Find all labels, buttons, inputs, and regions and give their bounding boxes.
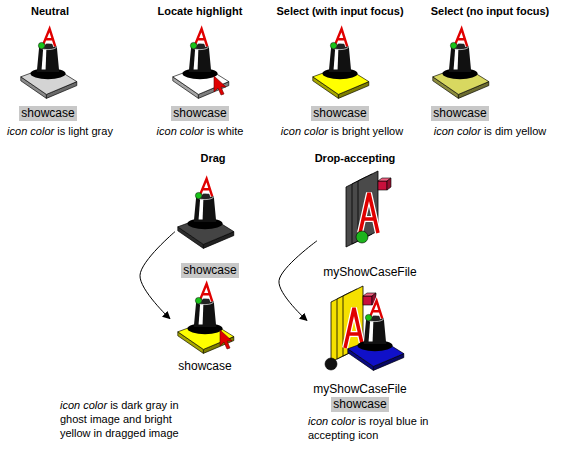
icon-label-box: showcase bbox=[170, 285, 240, 374]
icon-name: showcase bbox=[171, 106, 228, 121]
icon-label-box: myShowCaseFile bbox=[317, 168, 423, 280]
term-text: icon color bbox=[281, 125, 328, 137]
accepting-icon bbox=[348, 301, 404, 371]
state-heading: Select (with input focus) bbox=[276, 5, 403, 17]
state-caption: icon coloris white bbox=[157, 124, 244, 138]
state-caption: icon coloris bright yellow bbox=[281, 124, 403, 138]
icon-name: showcase bbox=[311, 106, 368, 121]
state-caption: icon coloris light gray bbox=[7, 124, 113, 138]
state-caption: icon coloris dark gray in ghost image an… bbox=[60, 398, 195, 440]
state-caption: icon coloris royal blue in accepting ico… bbox=[308, 414, 433, 442]
icon-label-box: showcase bbox=[300, 26, 380, 121]
icon-label-box: showcase bbox=[8, 26, 88, 121]
caption-text: is dim yellow bbox=[484, 125, 546, 137]
select-focus-icon bbox=[313, 29, 369, 99]
state-heading: Drop-accepting bbox=[315, 152, 396, 164]
icon-name: showcase bbox=[19, 106, 76, 121]
caption-text: is light gray bbox=[57, 125, 113, 137]
icon-label-box: myShowCaseFileshowcase bbox=[307, 290, 413, 412]
heading-text: Locate highlight bbox=[158, 5, 243, 17]
term-text: icon color bbox=[157, 125, 204, 137]
icon-name: showcase bbox=[431, 106, 488, 121]
icon-name: myShowCaseFile bbox=[311, 382, 408, 397]
heading-text: Select (with input focus) bbox=[276, 5, 403, 17]
caption-text: is bright yellow bbox=[331, 125, 403, 137]
pointer-cursor bbox=[214, 76, 226, 95]
heading-text: Neutral bbox=[31, 5, 69, 17]
heading-text: Select (no input focus) bbox=[431, 5, 550, 17]
pointer-cursor bbox=[220, 330, 232, 349]
locate-icon bbox=[173, 29, 229, 99]
heading-text: Drop-accepting bbox=[315, 152, 396, 164]
term-text: icon color bbox=[7, 125, 54, 137]
term-text: icon color bbox=[434, 125, 481, 137]
state-caption: icon coloris dim yellow bbox=[434, 124, 547, 138]
icon-label-box: showcase bbox=[420, 26, 500, 121]
state-heading: Neutral bbox=[31, 5, 69, 17]
icon-name: myShowCaseFile bbox=[321, 265, 418, 280]
state-heading: Drag bbox=[200, 152, 225, 164]
term-text: icon color bbox=[308, 415, 355, 427]
transition-arrow bbox=[140, 232, 175, 319]
icon-label-box: showcase bbox=[175, 175, 245, 278]
caption-text: is white bbox=[207, 125, 244, 137]
icon-name: showcase bbox=[176, 359, 233, 374]
icon-name: showcase bbox=[331, 397, 388, 412]
file-icon bbox=[346, 171, 391, 247]
transition-arrow bbox=[279, 241, 317, 321]
neutral-icon bbox=[21, 29, 77, 99]
dragged-icon bbox=[178, 284, 234, 354]
ghost-icon bbox=[178, 179, 234, 249]
term-text: icon color bbox=[60, 399, 107, 411]
icon-name: showcase bbox=[181, 263, 238, 278]
heading-text: Drag bbox=[200, 152, 225, 164]
state-heading: Locate highlight bbox=[158, 5, 243, 17]
select-nofocus-icon bbox=[433, 29, 489, 99]
icon-label-box: showcase bbox=[160, 26, 240, 121]
state-heading: Select (no input focus) bbox=[431, 5, 550, 17]
